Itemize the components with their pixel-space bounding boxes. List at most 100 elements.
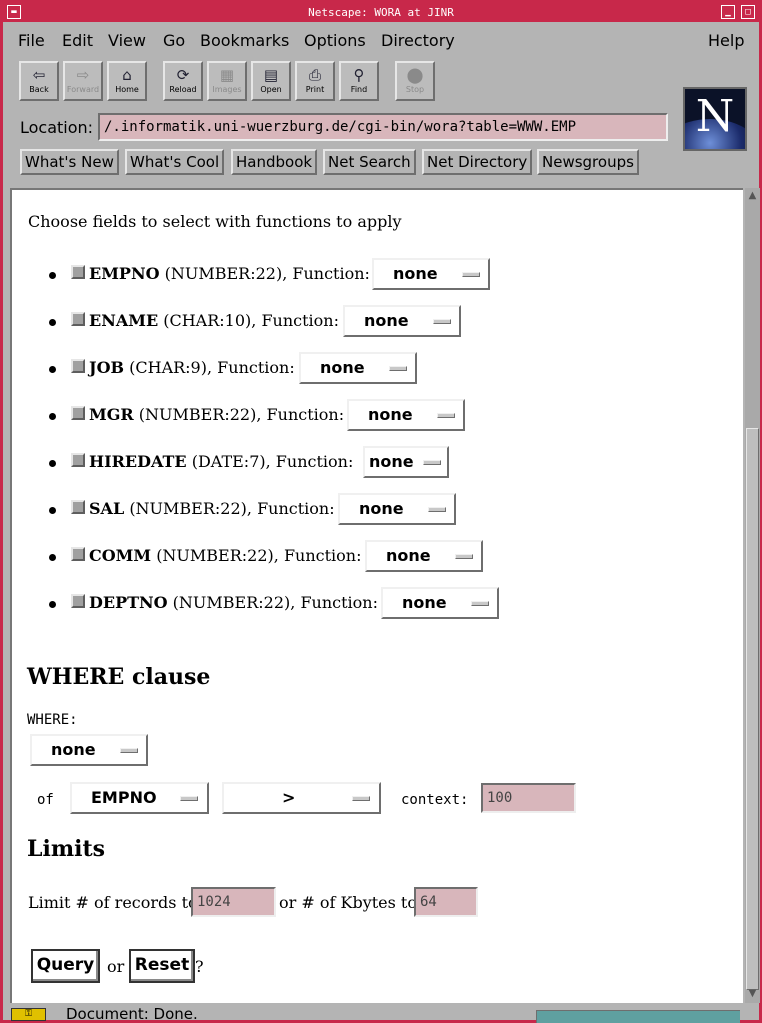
images-button[interactable]: ▦Images <box>207 61 247 101</box>
function-select[interactable]: none <box>365 540 483 572</box>
menu-file[interactable]: File <box>18 31 45 50</box>
where-label: WHERE: <box>27 712 78 728</box>
where-operator-value: > <box>282 788 296 807</box>
scroll-up-arrow-icon[interactable]: ▲ <box>748 190 757 201</box>
status-bar: ⚿ Document: Done. <box>3 1006 759 1023</box>
context-input[interactable]: 100 <box>481 783 576 813</box>
field-checkbox[interactable] <box>71 500 85 514</box>
function-select[interactable]: none <box>299 352 417 384</box>
images-icon: ▦ <box>219 66 235 84</box>
where-heading: WHERE clause <box>27 664 211 690</box>
window-menu-icon[interactable]: ▬ <box>7 5 21 19</box>
kbytes-limit-input[interactable]: 64 <box>414 887 478 917</box>
function-value: none <box>369 452 414 471</box>
forward-button[interactable]: ⇨Forward <box>63 61 103 101</box>
field-checkbox[interactable] <box>71 594 85 608</box>
query-button[interactable]: Query <box>31 949 100 983</box>
menu-bar: File Edit View Go Bookmarks Options Dire… <box>3 25 759 53</box>
field-checkbox[interactable] <box>71 547 85 561</box>
field-checkbox[interactable] <box>71 406 85 420</box>
dropdown-indicator-icon <box>120 748 138 753</box>
back-label: Back <box>29 85 49 94</box>
reload-icon: ⟳ <box>176 66 190 84</box>
find-icon: ⚲ <box>353 66 365 84</box>
field-label: EMPNO (NUMBER:22), Function: <box>89 264 370 283</box>
menu-directory[interactable]: Directory <box>381 31 455 50</box>
handbook-button[interactable]: Handbook <box>231 149 318 175</box>
function-select[interactable]: none <box>343 305 461 337</box>
menu-options[interactable]: Options <box>304 31 366 50</box>
back-button[interactable]: ⇦Back <box>19 61 59 101</box>
whats-cool-button[interactable]: What's Cool <box>125 149 225 175</box>
dropdown-indicator-icon <box>433 319 451 324</box>
function-select[interactable]: none <box>338 493 456 525</box>
records-limit-input[interactable]: 1024 <box>191 887 276 917</box>
reset-button[interactable]: Reset <box>129 949 195 983</box>
menu-view[interactable]: View <box>108 31 146 50</box>
records-label: Limit # of records to <box>28 893 198 912</box>
function-select[interactable]: none <box>347 399 465 431</box>
reload-label: Reload <box>169 85 197 94</box>
function-value: none <box>320 358 365 377</box>
whats-new-button[interactable]: What's New <box>20 149 119 175</box>
of-label: of <box>37 792 54 808</box>
netscape-logo: N <box>683 87 747 151</box>
function-select[interactable]: none <box>381 587 499 619</box>
field-label: MGR (NUMBER:22), Function: <box>89 405 345 424</box>
scroll-thumb[interactable] <box>746 428 759 990</box>
net-directory-button[interactable]: Net Directory <box>422 149 533 175</box>
menu-bookmarks[interactable]: Bookmarks <box>200 31 290 50</box>
menu-edit[interactable]: Edit <box>62 31 93 50</box>
stop-label: Stop <box>405 85 425 94</box>
field-label: ENAME (CHAR:10), Function: <box>89 311 339 330</box>
home-icon: ⌂ <box>122 66 132 84</box>
menu-go[interactable]: Go <box>163 31 186 50</box>
print-icon: ⎙ <box>308 66 321 84</box>
scroll-down-arrow-icon[interactable]: ▼ <box>748 988 757 999</box>
menu-help[interactable]: Help <box>708 31 745 50</box>
function-value: none <box>364 311 409 330</box>
images-label: Images <box>212 85 242 94</box>
home-button[interactable]: ⌂Home <box>107 61 147 101</box>
minimize-icon[interactable]: ▁ <box>721 5 735 19</box>
function-select[interactable]: none <box>372 258 490 290</box>
logo-planet-arc <box>685 119 745 149</box>
bullet <box>49 319 56 326</box>
field-checkbox[interactable] <box>71 312 85 326</box>
bullet <box>49 366 56 373</box>
bullet <box>49 601 56 608</box>
print-button[interactable]: ⎙Print <box>295 61 335 101</box>
limits-heading: Limits <box>27 836 106 862</box>
print-label: Print <box>305 85 325 94</box>
field-checkbox[interactable] <box>71 359 85 373</box>
where-operator-select[interactable]: > <box>222 782 381 814</box>
vertical-scrollbar[interactable]: ▲ ▼ <box>745 188 760 1003</box>
bullet <box>49 507 56 514</box>
location-label: Location: <box>20 118 94 137</box>
location-input[interactable]: /.informatik.uni-wuerzburg.de/cgi-bin/wo… <box>98 113 668 141</box>
field-label: HIREDATE (DATE:7), Function: <box>89 452 354 471</box>
field-checkbox[interactable] <box>71 453 85 467</box>
dropdown-indicator-icon <box>389 366 407 371</box>
dropdown-indicator-icon <box>180 796 198 801</box>
logo-letter: N <box>695 91 735 142</box>
dropdown-indicator-icon <box>423 460 441 465</box>
forward-arrow-icon: ⇨ <box>76 66 90 84</box>
maximize-icon[interactable]: □ <box>741 5 755 19</box>
find-button[interactable]: ⚲Find <box>339 61 379 101</box>
field-label: JOB (CHAR:9), Function: <box>89 358 295 377</box>
dropdown-indicator-icon <box>437 413 455 418</box>
open-button[interactable]: ▤Open <box>251 61 291 101</box>
newsgroups-button[interactable]: Newsgroups <box>537 149 639 175</box>
where-function-select[interactable]: none <box>30 734 148 766</box>
security-key-icon[interactable]: ⚿ <box>11 1008 46 1021</box>
dropdown-indicator-icon <box>352 796 370 801</box>
net-search-button[interactable]: Net Search <box>323 149 416 175</box>
stop-button[interactable]: ⬤Stop <box>395 61 435 101</box>
dropdown-indicator-icon <box>462 272 480 277</box>
reload-button[interactable]: ⟳Reload <box>163 61 203 101</box>
intro-text: Choose fields to select with functions t… <box>28 212 402 231</box>
function-select[interactable]: none <box>363 446 449 478</box>
field-checkbox[interactable] <box>71 265 85 279</box>
where-field-select[interactable]: EMPNO <box>70 782 209 814</box>
